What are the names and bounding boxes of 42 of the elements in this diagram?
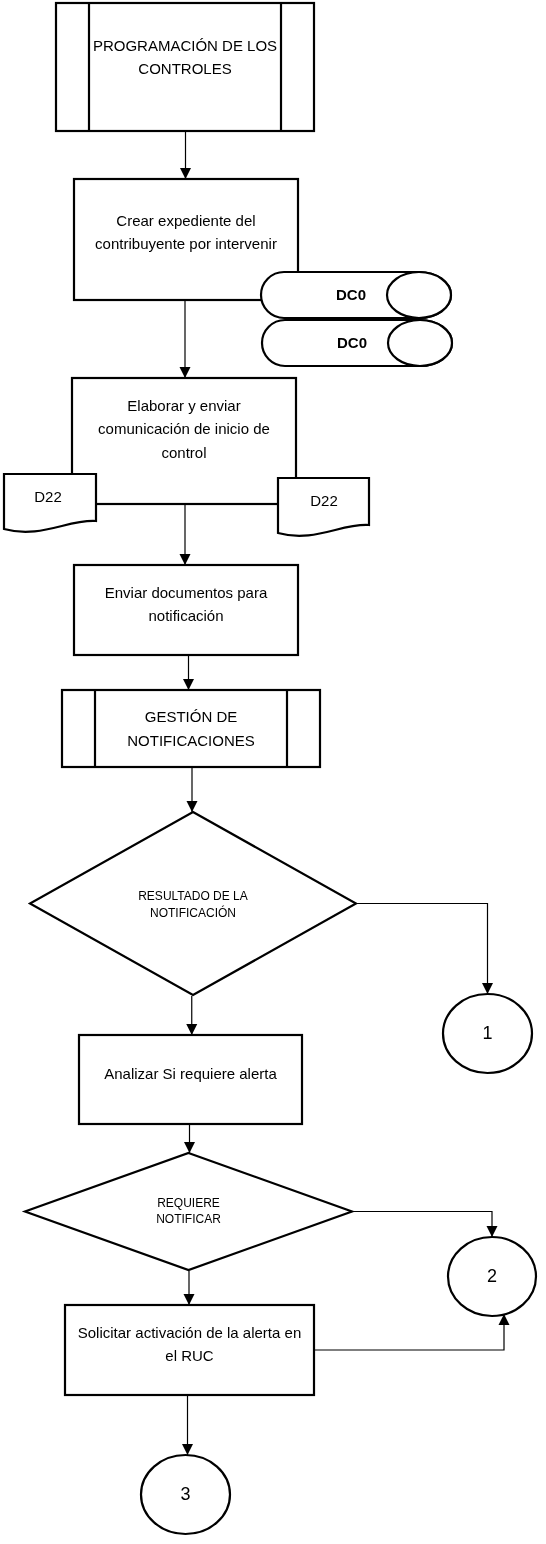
connector-circle [448, 1237, 536, 1316]
document-label: D22 [310, 491, 338, 512]
process-label: Analizar Si requiere alerta [104, 1064, 277, 1085]
process-label: Elaborar y enviar comunicación de inicio de control [97, 396, 271, 463]
process-box [74, 179, 298, 300]
connector-circle [443, 994, 532, 1073]
arrow [179, 300, 191, 379]
arrow [179, 504, 191, 566]
document-label: D22 [34, 487, 62, 508]
arrow [186, 767, 198, 813]
storage-label: DC0 [336, 285, 366, 306]
decision-diamond [30, 812, 356, 995]
arrow [183, 1270, 195, 1306]
process-box [72, 378, 296, 504]
decision-label: REQUIERE NOTIFICAR [155, 1194, 222, 1228]
arrow [182, 1395, 193, 1456]
process-box [65, 1305, 314, 1395]
process-label: Enviar documentos para notificación [103, 582, 269, 626]
arrow [355, 902, 493, 995]
connector-circle [141, 1455, 230, 1534]
arrow [184, 1124, 195, 1154]
document-shape [4, 474, 96, 533]
storage-label: DC0 [337, 333, 367, 354]
process-label: PROGRAMACIÓN DE LOS CONTROLES [92, 35, 278, 79]
process-label: Solicitar activación de la alerta en el RUC [76, 1322, 303, 1366]
document-shape [278, 478, 369, 537]
arrow [186, 995, 198, 1036]
arrow [183, 655, 194, 691]
arrow [180, 131, 191, 180]
process-box [74, 565, 298, 655]
process-label: GESTIÓN DE NOTIFICACIONES [126, 707, 256, 751]
predefined-process-box [62, 690, 320, 767]
decision-diamond [25, 1153, 352, 1270]
process-box [79, 1035, 302, 1124]
predefined-process-box [56, 3, 314, 131]
decision-label: RESULTADO DE LA NOTIFICACIÓN [137, 888, 249, 921]
storage-cylinder [262, 320, 452, 366]
connector-number: 2 [487, 1264, 497, 1288]
storage-cylinder [261, 272, 451, 318]
connector-number: 1 [482, 1021, 493, 1045]
process-label: Crear expediente del contribuyente por intervenir [94, 210, 278, 254]
connector-number: 3 [180, 1482, 191, 1506]
